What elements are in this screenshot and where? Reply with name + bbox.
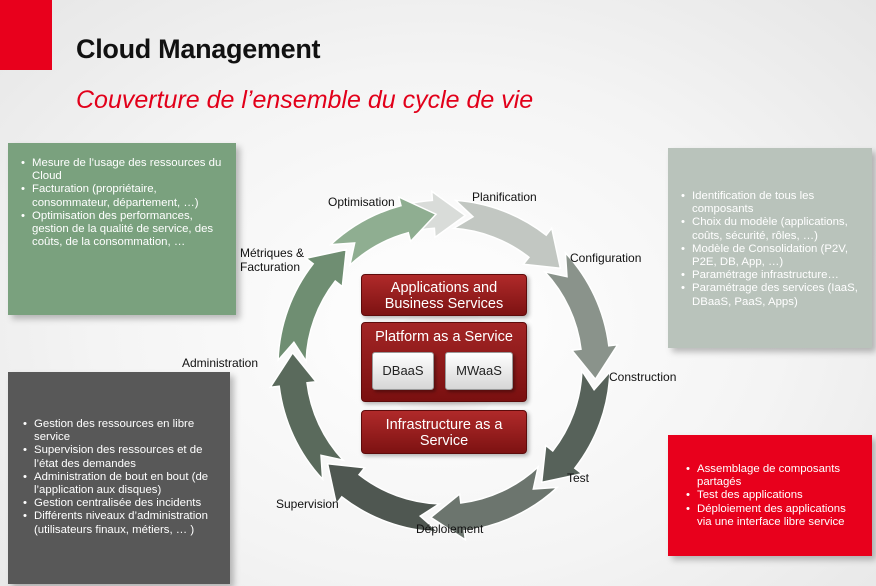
layer-label-line: Applications and — [390, 280, 498, 296]
layer-label-line: Infrastructure as a — [385, 417, 503, 433]
bullet-item: Différents niveaux d’administration (uti… — [23, 510, 220, 536]
bullet-item: Administration de bout en bout (de l’app… — [23, 471, 220, 497]
stage-label-administration: Administration — [182, 356, 259, 370]
stage-label-supervision: Supervision — [276, 497, 339, 511]
layer-label: Platform as a Service — [375, 329, 513, 345]
arrow-metriques — [277, 248, 348, 364]
layer-label-line: Service — [419, 433, 469, 449]
layer-applications: Applications and Business Services — [361, 274, 527, 316]
arrow-administration — [268, 351, 346, 482]
bullet-item: Modèle de Consolidation (P2V, P2E, DB, A… — [681, 243, 862, 269]
page-title: Cloud Management — [76, 34, 321, 64]
bullet-item: Identification de tous les composants — [681, 190, 862, 216]
info-box-deployment: Assemblage de composants partagés Test d… — [668, 435, 872, 556]
stage-label-line: Facturation — [240, 260, 301, 274]
page-subtitle: Couverture de l’ensemble du cycle de vie — [76, 86, 534, 114]
bullet-item: Paramétrage des services (IaaS, DBaaS, P… — [681, 282, 862, 308]
stage-label-configuration: Configuration — [570, 251, 642, 265]
info-box-planning: Identification de tous les composants Ch… — [668, 148, 872, 348]
stage-label-line: Métriques & — [240, 246, 305, 260]
bullet-item: Paramétrage infrastructure… — [681, 269, 862, 282]
layer-infrastructure: Infrastructure as a Service — [361, 410, 527, 454]
bullet-item: Assemblage de composants partagés — [686, 463, 862, 489]
bullet-item: Déploiement des applications via une int… — [686, 503, 862, 529]
stage-label-optimisation: Optimisation — [328, 195, 395, 209]
info-box-administration: Gestion des ressources en libre service … — [8, 372, 230, 584]
arrow-construction — [542, 250, 620, 381]
stage-label-construction: Construction — [609, 370, 677, 384]
stage-label-planification: Planification — [472, 190, 537, 204]
bullet-item: Optimisation des performances, gestion d… — [21, 210, 226, 250]
arrow-configuration — [451, 199, 562, 270]
layer-label-line: Business Services — [384, 296, 504, 312]
brand-corner-block — [0, 0, 52, 70]
bullet-item: Mesure de l’usage des ressources du Clou… — [21, 157, 226, 183]
stage-label-metriques: Métriques & Facturation — [240, 246, 304, 274]
arrow-test — [540, 368, 611, 484]
info-box-metering: Mesure de l’usage des ressources du Clou… — [8, 143, 236, 315]
arrow-deploiement — [429, 464, 560, 542]
mwaas-block: MWaaS — [445, 352, 513, 390]
arrow-optimisation — [328, 195, 438, 268]
bullet-item: Gestion centralisée des incidents — [23, 497, 220, 510]
bullet-item: Supervision des ressources et de l’état … — [23, 444, 220, 470]
stage-label-deploiement: Déploiement — [416, 522, 484, 536]
stage-label-test: Test — [567, 471, 590, 485]
dbaas-block: DBaaS — [372, 352, 434, 390]
arrow-supervision — [326, 462, 442, 533]
bullet-item: Facturation (propriétaire, consommateur,… — [21, 183, 226, 209]
bullet-item: Gestion des ressources en libre service — [23, 418, 220, 444]
bullet-item: Test des applications — [686, 489, 862, 502]
bullet-item: Choix du modèle (applications, coûts, sé… — [681, 216, 862, 242]
